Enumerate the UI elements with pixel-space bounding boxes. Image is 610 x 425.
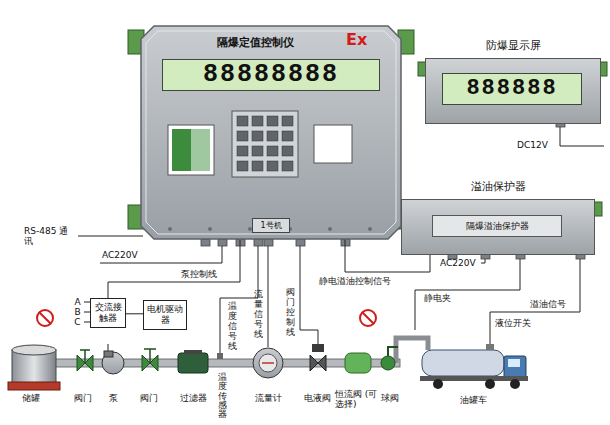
ex-mark: Ex xyxy=(346,31,367,49)
led-display: 88888888 xyxy=(162,59,380,91)
key xyxy=(252,146,263,156)
part-name: 阀门 xyxy=(74,393,92,403)
housing-body xyxy=(141,26,401,239)
part-name: 电液阀 xyxy=(304,393,331,403)
part-name: 油罐车 xyxy=(460,395,487,405)
window-left-fill xyxy=(191,129,210,171)
led-digits: 88888888 xyxy=(203,61,339,90)
protector-label: 隔爆溢油保护器 xyxy=(466,221,529,231)
keypad xyxy=(232,111,298,177)
part-name: 球阀 xyxy=(381,393,399,403)
part-name: 阀门 xyxy=(140,393,158,403)
no-smoking-sign xyxy=(37,310,376,326)
switch-label: 液位开关 xyxy=(495,318,531,328)
box-label: 交流接触器 xyxy=(93,302,123,324)
box-label: 电机驱动器 xyxy=(146,304,184,326)
window-right xyxy=(314,125,352,163)
part-name: 过滤器 xyxy=(180,393,207,403)
power-label: AC220V xyxy=(102,250,138,260)
key xyxy=(282,116,293,126)
housing-inner xyxy=(146,31,396,234)
bolt xyxy=(208,227,212,231)
key xyxy=(252,116,263,126)
part-name: 恒流阀 (可选择) xyxy=(335,389,385,410)
wire-label: 阀门控制线 xyxy=(286,288,295,337)
clip-label: 静电夹 xyxy=(424,293,451,303)
bolt xyxy=(168,227,172,231)
key xyxy=(267,146,278,156)
key xyxy=(282,146,293,156)
key xyxy=(252,131,263,141)
contactor-box: 交流接触器 xyxy=(90,298,126,328)
wire-label: 静电溢油控制信号 xyxy=(318,276,392,286)
window-left-fill xyxy=(172,129,191,171)
key xyxy=(267,116,278,126)
connector-wire xyxy=(108,240,240,298)
bolt xyxy=(368,227,372,231)
part-name: 泵 xyxy=(109,393,118,403)
key xyxy=(282,131,293,141)
wire-label: 泵控制线 xyxy=(180,269,218,279)
part-name: 流量计 xyxy=(255,393,282,403)
wire-label: 温度信号线 xyxy=(228,302,237,351)
led-display: 888888 xyxy=(442,73,582,105)
housing-outline xyxy=(140,25,402,240)
power-label: DC12V xyxy=(517,140,548,150)
key xyxy=(237,161,248,171)
controller-housing: 隔爆定值控制仪 88888888 Ex 1号机 xyxy=(140,25,402,240)
signal-label: 溢油信号 xyxy=(530,299,566,309)
key xyxy=(267,161,278,171)
key xyxy=(237,146,248,156)
protector-case: 隔爆溢油保护器 xyxy=(401,199,595,255)
display-case: 888888 xyxy=(425,58,601,124)
key xyxy=(237,116,248,126)
phase-label: ABC xyxy=(73,298,82,328)
power-label: AC220V xyxy=(440,258,476,268)
window-left xyxy=(168,125,214,175)
pipeline xyxy=(8,338,528,390)
wire-label: 流量信号线 xyxy=(254,290,263,339)
name-plate: 隔爆溢油保护器 xyxy=(432,215,562,237)
device-title: 隔爆定值控制仪 xyxy=(180,37,330,50)
key xyxy=(252,161,263,171)
key xyxy=(282,161,293,171)
unit-label: 1号机 xyxy=(253,219,289,232)
part-name: 储罐 xyxy=(22,393,40,403)
overflow-protector: 溢油保护器隔爆溢油保护器 xyxy=(401,181,595,255)
display-screen: 防爆显示屏 888888 xyxy=(425,40,601,124)
led-digits: 888888 xyxy=(466,76,557,101)
comm-label: RS-485 通讯 xyxy=(24,226,76,247)
key xyxy=(237,131,248,141)
motor-driver-box: 电机驱动器 xyxy=(143,300,187,330)
unit-tag: 1号机 xyxy=(252,218,290,233)
bolt xyxy=(328,227,332,231)
connector-wire xyxy=(126,313,143,314)
part-name: 温度传感器 xyxy=(218,373,227,420)
display-title: 防爆显示屏 xyxy=(425,40,601,53)
protector-title: 溢油保护器 xyxy=(401,181,595,194)
key xyxy=(267,131,278,141)
